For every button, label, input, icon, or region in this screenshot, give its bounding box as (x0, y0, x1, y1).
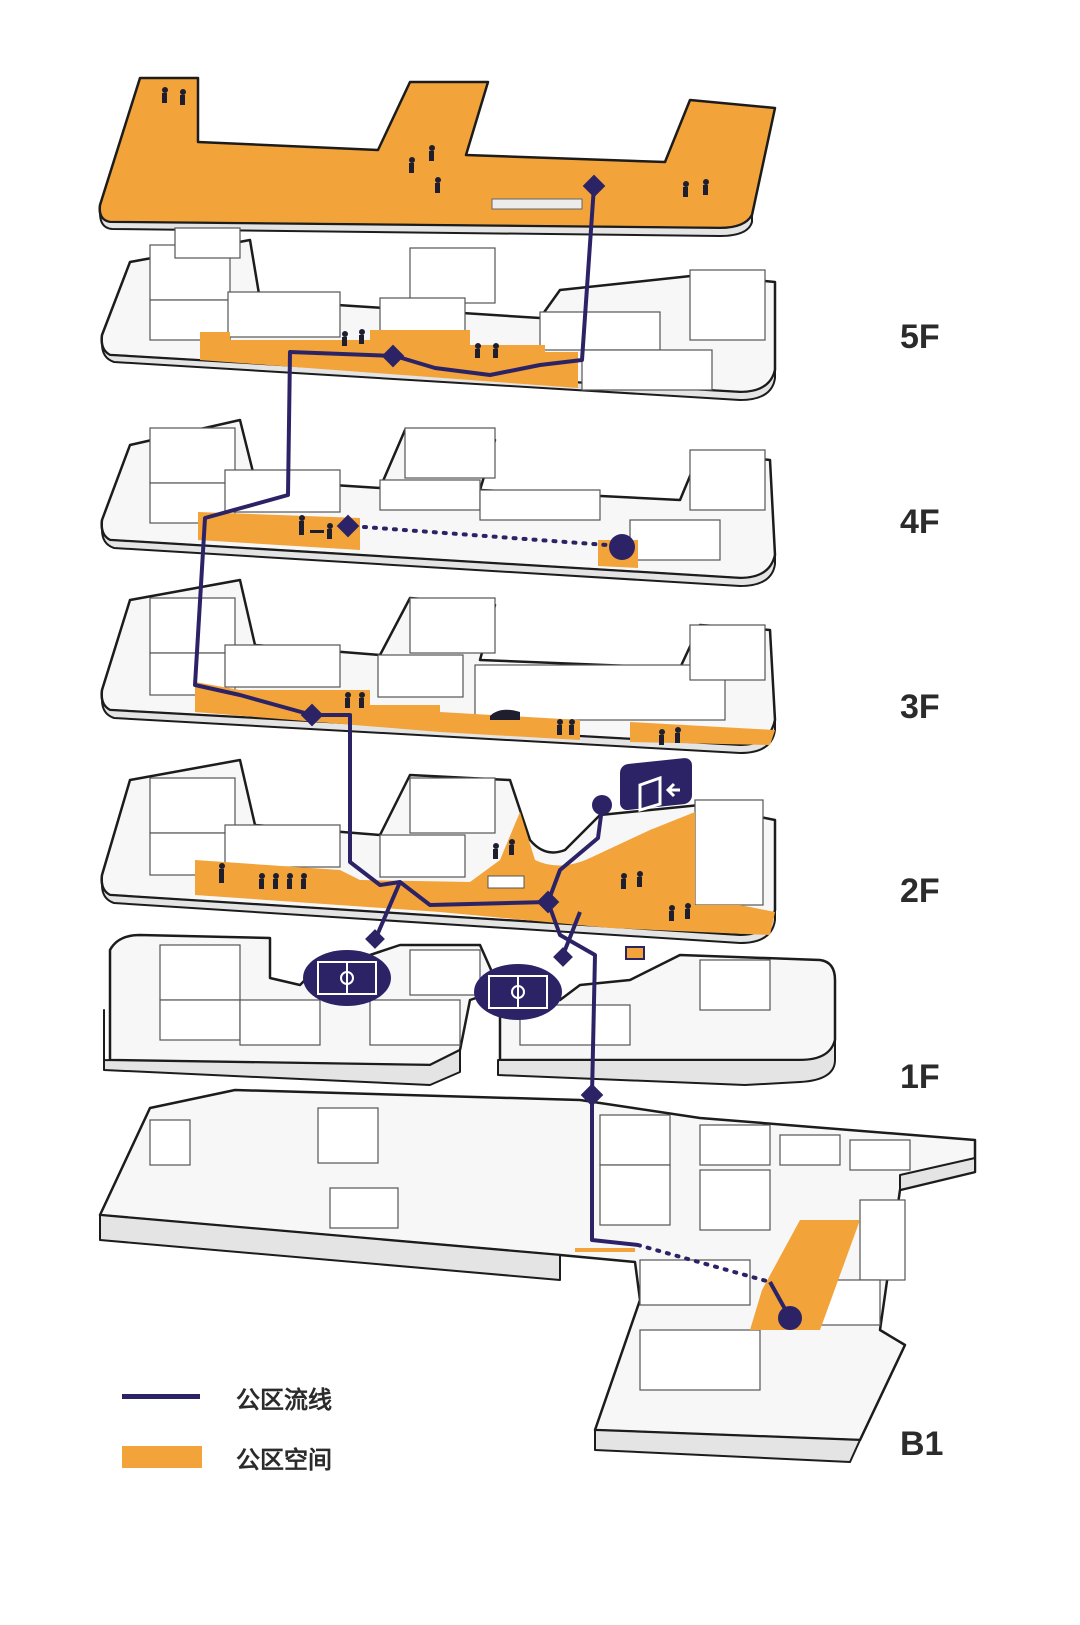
floor-label-5f: 5F (900, 318, 940, 356)
person-icon (219, 839, 691, 921)
floor-b1 (98, 1088, 977, 1463)
person-icon (299, 515, 333, 539)
legend-route-label: 公区流线 (236, 1386, 332, 1414)
floor-label-3f: 3F (900, 688, 940, 726)
basketball-court-icon (474, 964, 562, 1020)
floor-5f (100, 227, 777, 401)
room-block (149, 597, 766, 721)
piano-icon (490, 709, 520, 720)
legend-route-swatch (122, 1394, 200, 1399)
floor-2f (100, 758, 777, 944)
floor-4f (100, 418, 777, 587)
room-block (149, 777, 764, 906)
entrance-icon (620, 758, 692, 813)
floor-3f (100, 578, 777, 754)
floor-1f (103, 933, 837, 1086)
room-block (159, 944, 771, 1046)
legend-space-label: 公区空间 (236, 1446, 332, 1474)
basketball-court-icon (303, 950, 391, 1006)
person-icon (162, 87, 709, 197)
person-icon (345, 692, 681, 745)
floor-label-4f: 4F (900, 503, 940, 541)
public-route (193, 185, 792, 1319)
floor-label-1f: 1F (900, 1058, 940, 1096)
room-block (149, 427, 766, 561)
floor-roof (98, 76, 777, 237)
floor-label-b1: B1 (900, 1425, 944, 1463)
floor-label-2f: 2F (900, 872, 940, 910)
person-icon (342, 329, 499, 358)
room-block (149, 227, 766, 391)
legend-space-swatch (122, 1446, 202, 1468)
